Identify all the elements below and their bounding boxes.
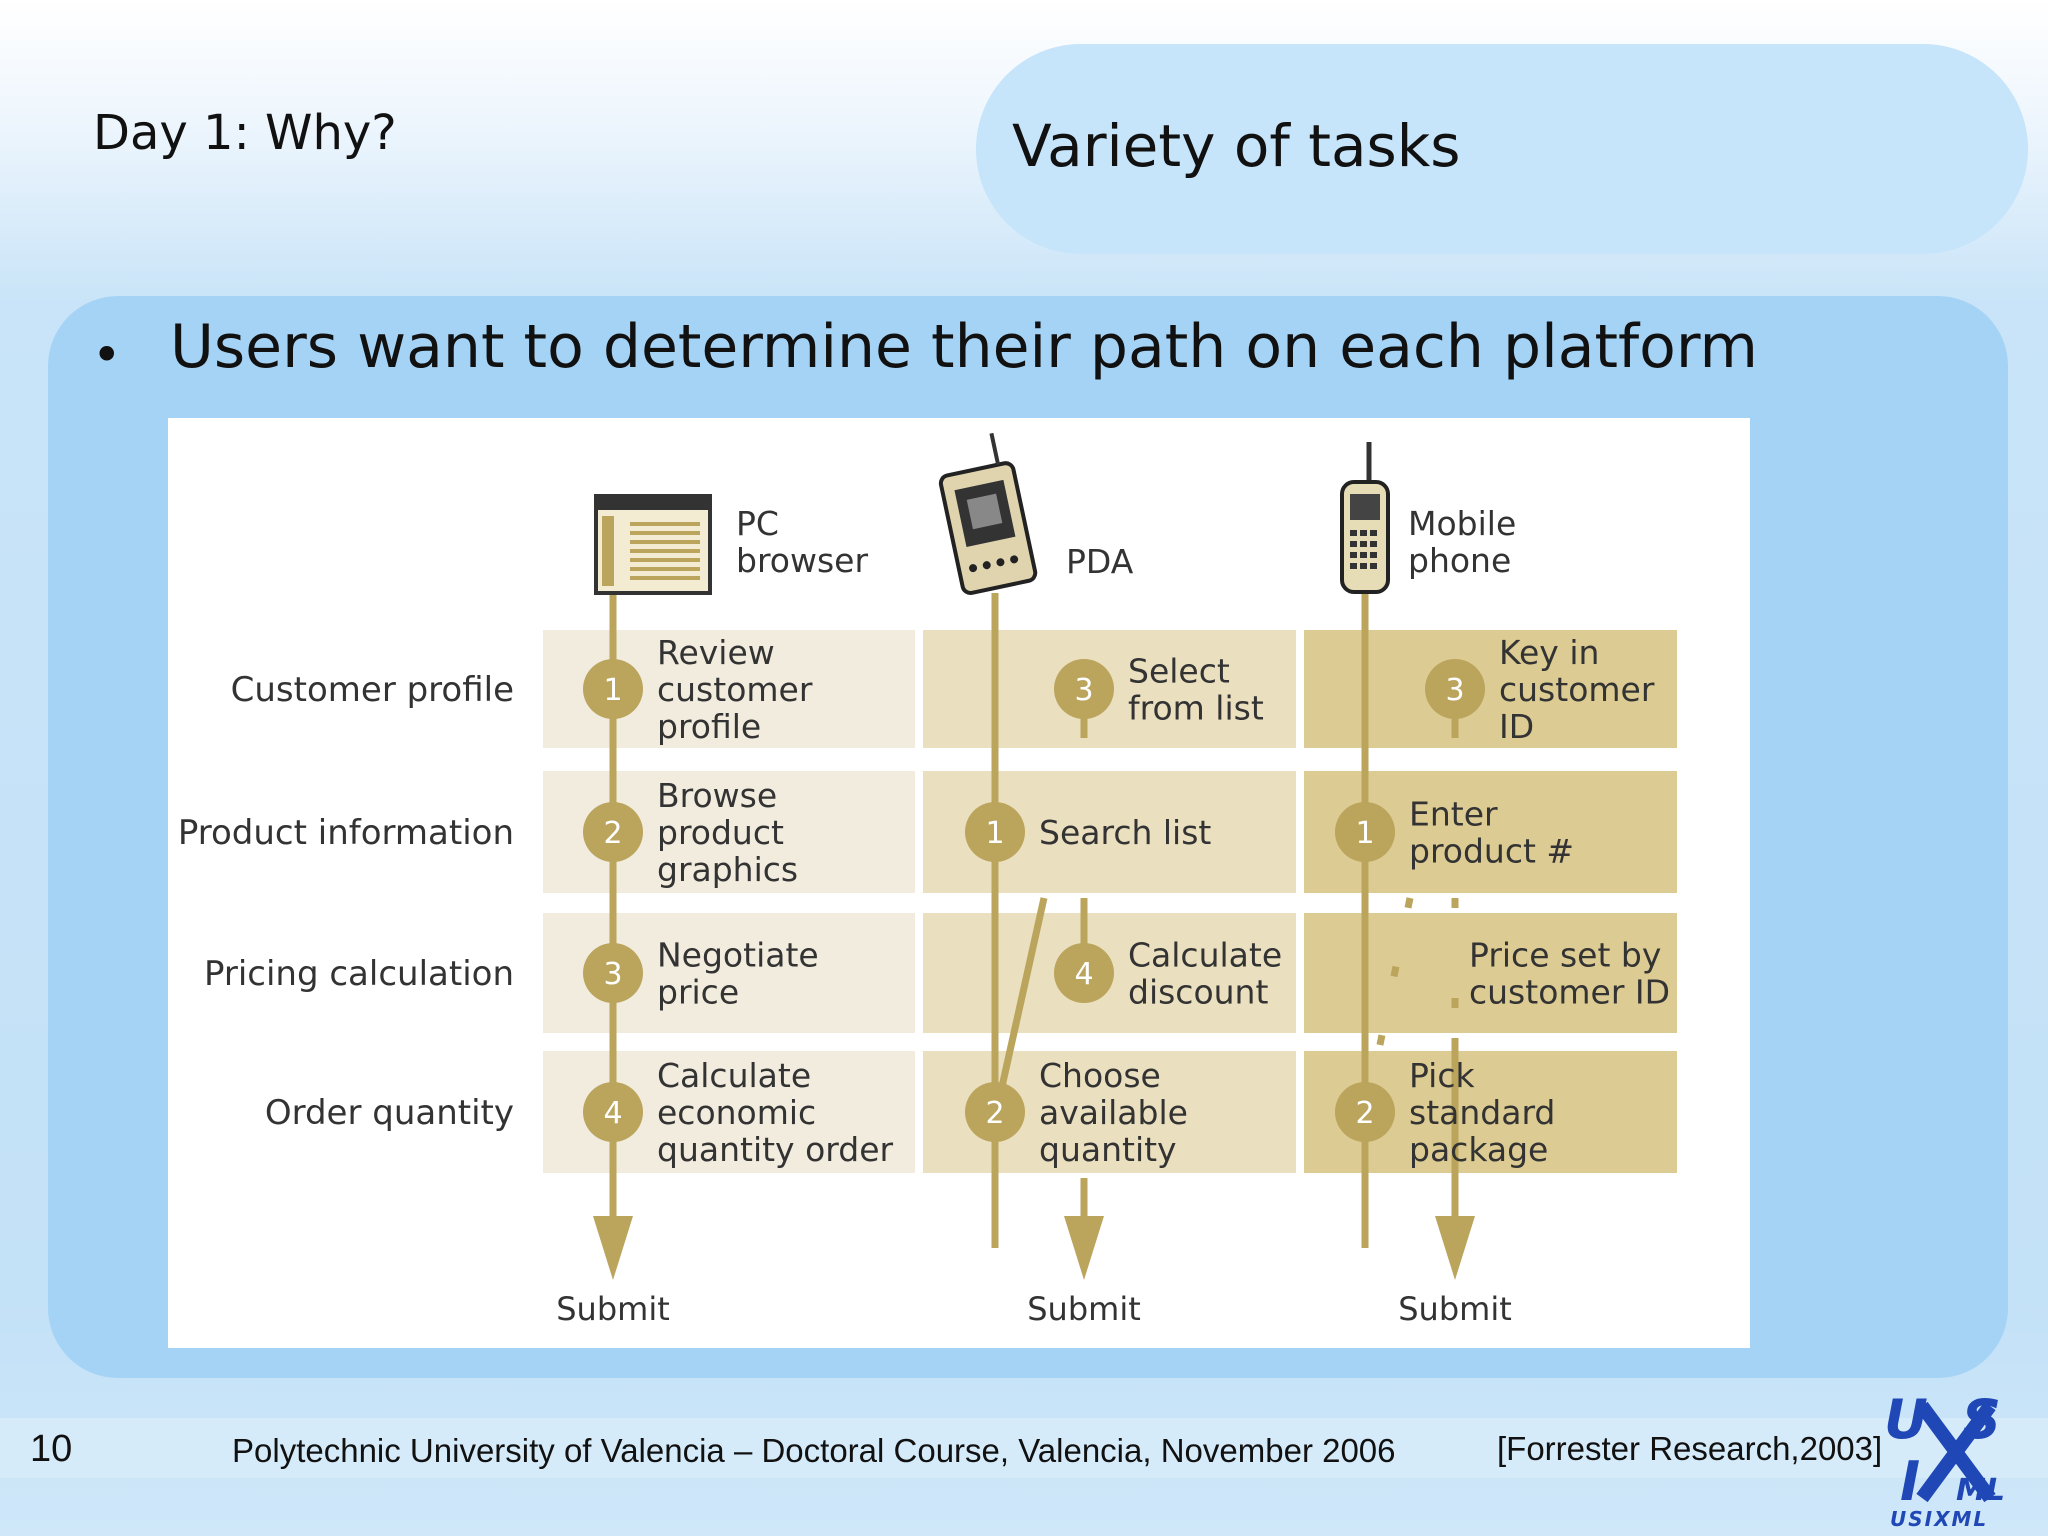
- cell-text: ID: [1499, 707, 1534, 746]
- cell-text: Price set by: [1469, 936, 1661, 975]
- footer-bar: [0, 1418, 2048, 1478]
- step-badge: [1054, 943, 1114, 1003]
- step-number: 3: [1074, 673, 1093, 708]
- cell-text: package: [1409, 1130, 1548, 1169]
- cell-text: Calculate: [657, 1056, 811, 1095]
- svg-text:I: I: [1900, 1450, 1920, 1513]
- step-badge: [1335, 802, 1395, 862]
- row-label: Customer profile: [231, 670, 514, 710]
- topic-pill: [976, 44, 2028, 254]
- cell-text: available: [1039, 1093, 1188, 1132]
- path-connector: [991, 897, 1048, 1119]
- cell-text: product: [657, 813, 784, 852]
- step-badge: [1054, 659, 1114, 719]
- cell-text: Search list: [1039, 813, 1211, 852]
- step-number: 1: [985, 816, 1004, 851]
- step-badge: [965, 1082, 1025, 1142]
- bullet-text: Users want to determine their path on ea…: [170, 312, 1758, 382]
- step-number: 1: [603, 673, 622, 708]
- page-number: 10: [30, 1428, 73, 1470]
- cell-text: economic: [657, 1093, 816, 1132]
- platform-label: Mobile: [1408, 504, 1516, 543]
- mobile-phone-icon: [1340, 442, 1390, 594]
- cell-text: customer ID: [1469, 973, 1670, 1012]
- submit-label: Submit: [1398, 1290, 1512, 1328]
- cell-text: Browse: [657, 776, 777, 815]
- cell-text: Negotiate: [657, 936, 819, 975]
- cell-text: price: [657, 973, 739, 1012]
- cell-text: discount: [1128, 973, 1268, 1012]
- step-badge: [1335, 1082, 1395, 1142]
- submit-label: Submit: [556, 1290, 670, 1328]
- platform-label: phone: [1408, 541, 1511, 580]
- row-label: Order quantity: [265, 1093, 514, 1133]
- step-badge: [583, 659, 643, 719]
- step-badge: [1425, 659, 1485, 719]
- platform-label: browser: [736, 541, 868, 580]
- cell-text: product #: [1409, 832, 1574, 871]
- pc-browser-icon: [594, 494, 712, 595]
- submit-arrow: [1435, 1216, 1475, 1280]
- step-number: 2: [985, 1096, 1004, 1131]
- cell-text: Pick: [1409, 1056, 1475, 1095]
- cell-text: quantity order: [657, 1130, 893, 1169]
- submit-arrow: [1064, 1216, 1104, 1280]
- platform-label: PC: [736, 504, 779, 543]
- step-number: 4: [603, 1096, 622, 1131]
- step-number: 4: [1074, 957, 1093, 992]
- cell-text: customer: [1499, 670, 1655, 709]
- step-number: 1: [1355, 816, 1374, 851]
- step-badge: [583, 802, 643, 862]
- cell-text: quantity: [1039, 1130, 1177, 1169]
- header-title: Day 1: Why?: [93, 105, 397, 161]
- platform-label: PDA: [1066, 542, 1134, 581]
- cell-text: Choose: [1039, 1056, 1161, 1095]
- cell-text: graphics: [657, 850, 798, 889]
- cell-text: Review: [657, 633, 775, 672]
- cell-text: Calculate: [1128, 936, 1282, 975]
- cell-text: Key in: [1499, 633, 1599, 672]
- step-number: 2: [603, 816, 622, 851]
- step-badge: [965, 802, 1025, 862]
- bullet-marker: •: [92, 326, 122, 384]
- cell-text: from list: [1128, 689, 1264, 728]
- step-number: 3: [603, 957, 622, 992]
- usixml-logo: U S I ML USIXML: [1884, 1388, 2005, 1530]
- svg-text:USIXML: USIXML: [1890, 1507, 1988, 1530]
- step-badge: [583, 943, 643, 1003]
- footer-text: Polytechnic University of Valencia – Doc…: [232, 1432, 1396, 1469]
- cell-text: customer: [657, 670, 813, 709]
- step-number: 3: [1445, 673, 1464, 708]
- submit-arrow: [593, 1216, 633, 1280]
- cell-text: Select: [1128, 652, 1230, 691]
- citation: [Forrester Research,2003]: [1497, 1430, 1883, 1467]
- cell-text: profile: [657, 707, 761, 746]
- pda-icon: [938, 432, 1038, 595]
- cell-text: Enter: [1409, 795, 1498, 834]
- cell-text: standard: [1409, 1093, 1555, 1132]
- topic-title: Variety of tasks: [1012, 112, 1461, 180]
- step-badge: [583, 1082, 643, 1142]
- row-label: Pricing calculation: [204, 954, 514, 994]
- step-number: 2: [1355, 1096, 1374, 1131]
- svg-text:U: U: [1884, 1388, 1928, 1451]
- row-label: Product information: [178, 813, 514, 853]
- submit-label: Submit: [1027, 1290, 1141, 1328]
